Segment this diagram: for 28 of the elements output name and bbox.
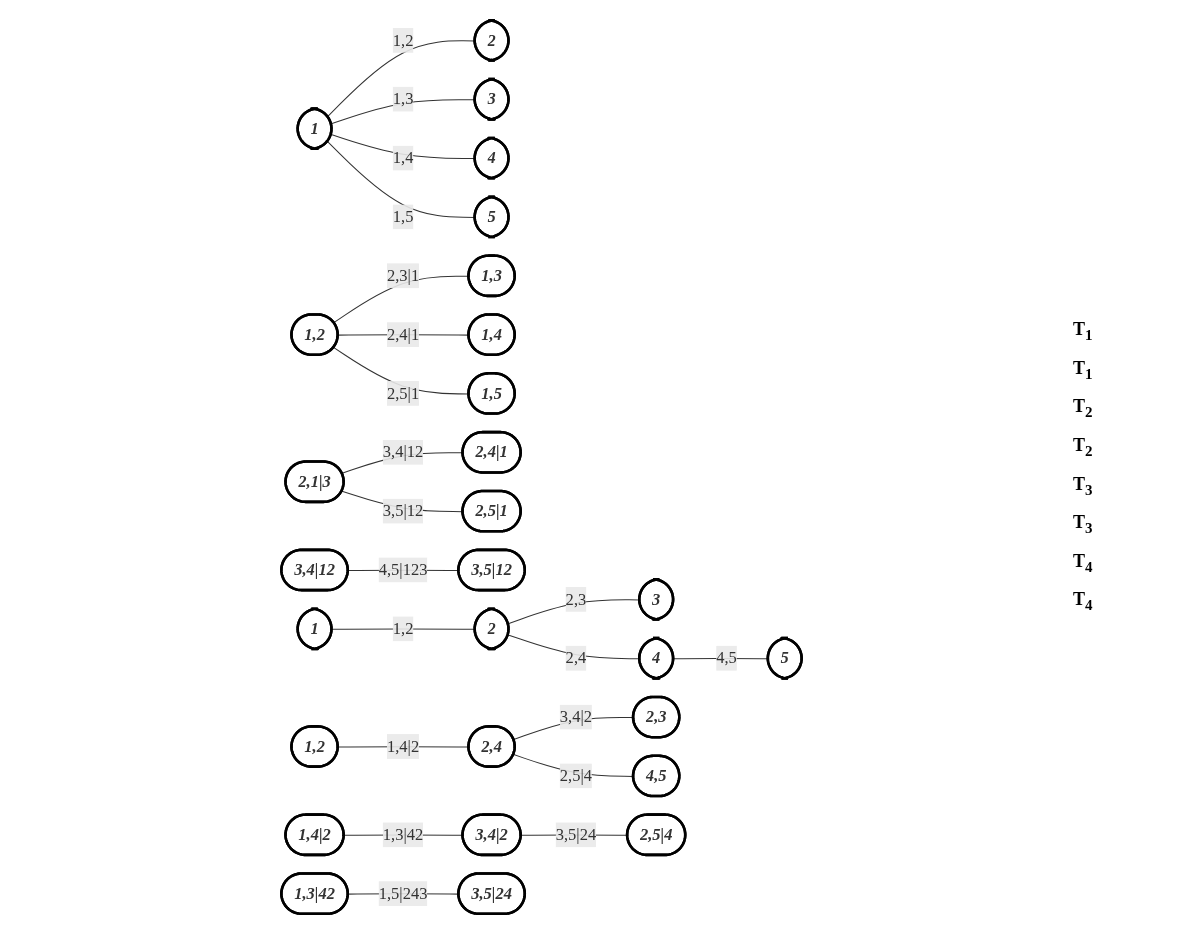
edge-label: 1,2: [392, 619, 414, 637]
edge-label: 1,3: [392, 89, 414, 107]
edge-label: 2,5|1: [386, 383, 420, 402]
edge-label: 1,5|243: [378, 883, 428, 902]
edge-label: 3,4|2: [559, 707, 593, 725]
edge-label: 1,5: [392, 207, 414, 225]
edge-label: 4,5|123: [378, 560, 428, 578]
tree-label: T$_{2}$: [1073, 434, 1094, 460]
edge-label: 2,4: [565, 648, 587, 666]
edge-label: 3,4|12: [382, 442, 424, 461]
edge-label: 2,3: [565, 589, 587, 608]
tree-label: T$_{2}$: [1073, 396, 1094, 421]
edge-label: 1,4: [392, 148, 414, 166]
tree-label: T$_{3}$: [1073, 512, 1094, 537]
tree-label: T$_{4}$: [1073, 589, 1094, 614]
edge-label: 1,4|2: [386, 736, 420, 755]
tree-label: T$_{4}$: [1073, 550, 1094, 576]
tree-label: T$_{3}$: [1073, 473, 1094, 499]
tree-label: T$_{1}$: [1073, 357, 1094, 383]
edge-label: 1,3|42: [382, 824, 424, 843]
edge-label: 1,2: [392, 30, 414, 49]
edge-label: 2,4|1: [386, 324, 420, 343]
edge-label: 4,5: [716, 648, 737, 666]
edge-label: 3,5|12: [382, 501, 424, 519]
edge-label: 2,5|4: [559, 766, 593, 784]
edge-label: 3,5|24: [555, 824, 597, 843]
tree-label: T$_{1}$: [1073, 319, 1094, 344]
edge-label: 2,3|1: [386, 265, 420, 284]
